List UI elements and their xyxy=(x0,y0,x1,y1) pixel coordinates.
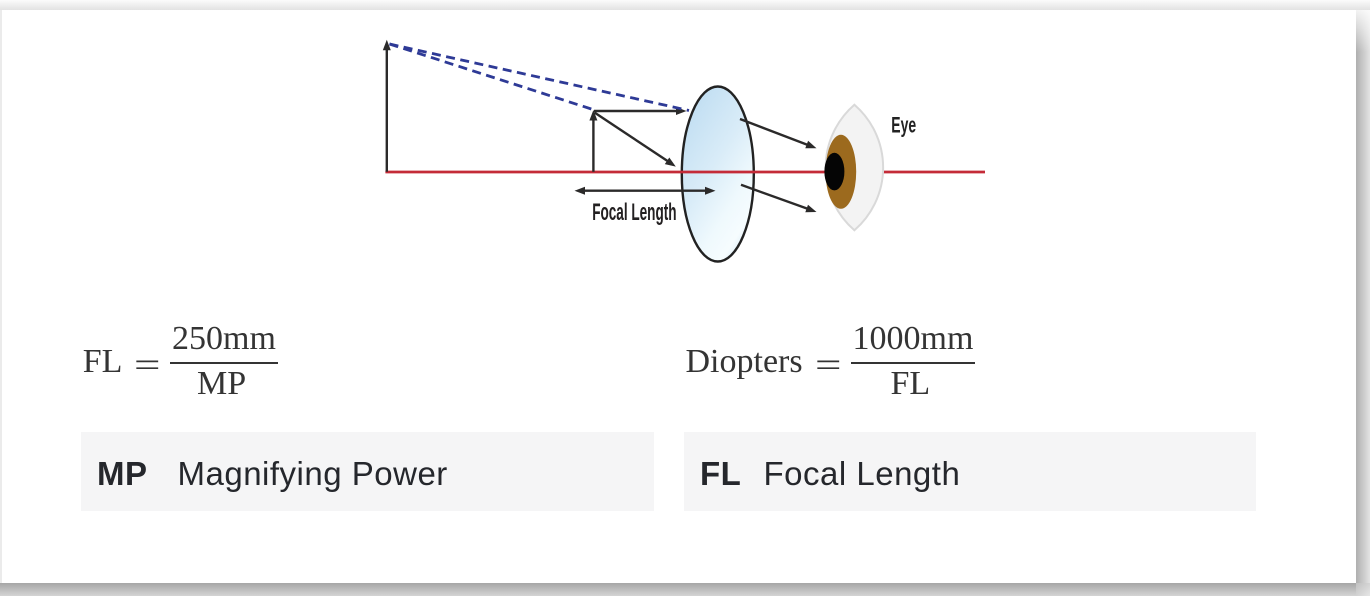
svg-text:Focal Length: Focal Length xyxy=(592,199,676,226)
svg-text:Eye: Eye xyxy=(891,112,916,137)
